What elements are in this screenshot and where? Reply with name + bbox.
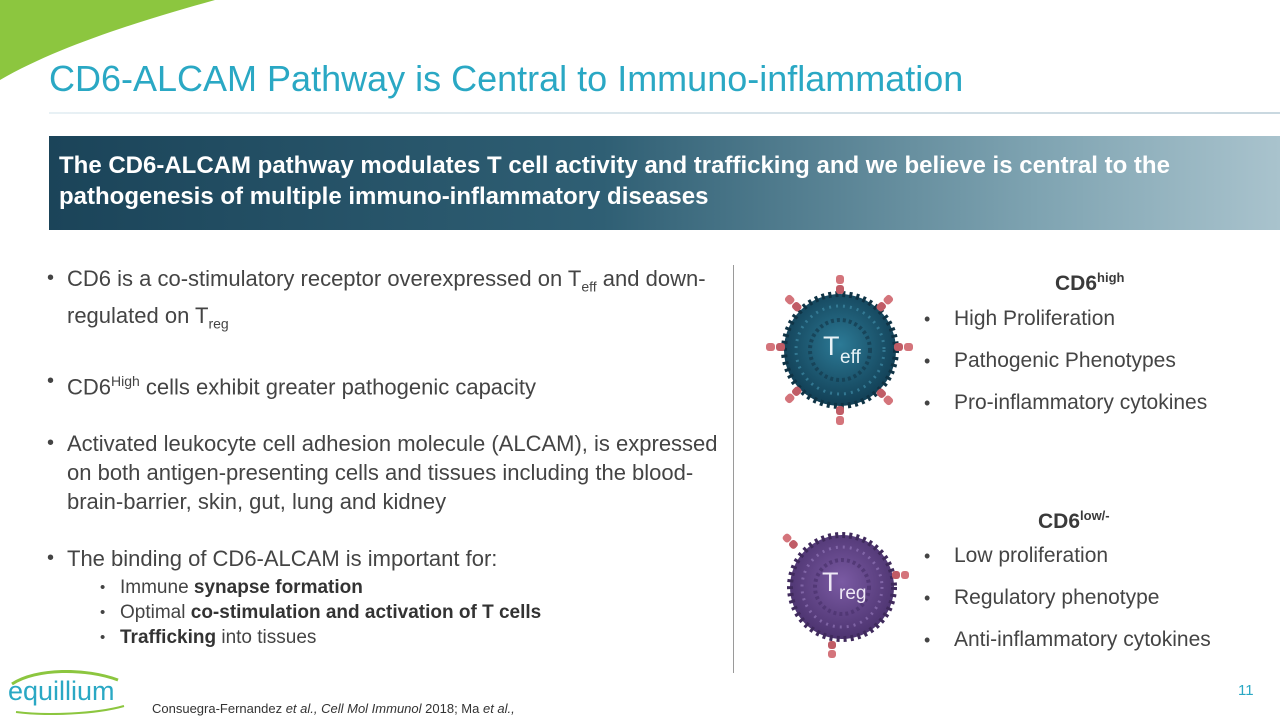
- bullet-cd6-receptor: CD6 is a co-stimulatory receptor overexp…: [47, 264, 727, 339]
- cd6-low-list: Low proliferation Regulatory phenotype A…: [924, 543, 1211, 669]
- bullet-cd6-high: CD6High cells exhibit greater pathogenic…: [47, 367, 727, 401]
- bullet-alcam: Activated leukocyte cell adhesion molecu…: [47, 429, 727, 516]
- list-item: Pathogenic Phenotypes: [924, 348, 1207, 390]
- bullet-binding: The binding of CD6-ALCAM is important fo…: [47, 544, 727, 573]
- list-item: Anti-inflammatory cytokines: [924, 627, 1211, 669]
- key-message-banner: The CD6-ALCAM pathway modulates T cell a…: [49, 136, 1280, 230]
- sub-bullet-synapse: Immune synapse formation: [47, 575, 727, 600]
- corner-accent: [0, 0, 215, 80]
- teff-label: T: [823, 331, 840, 361]
- sub-bullet-trafficking: Trafficking into tissues: [47, 625, 727, 650]
- teff-cell-illustration: T eff: [766, 275, 913, 425]
- cd6-low-heading: CD6low/-: [1038, 508, 1110, 533]
- treg-label-sub: reg: [839, 583, 866, 604]
- treg-cell-illustration: T reg: [781, 532, 909, 658]
- teff-label-sub: eff: [840, 347, 862, 368]
- citation: Consuegra-Fernandez et al., Cell Mol Imm…: [152, 701, 515, 716]
- title-rule: [49, 112, 1280, 114]
- banner-text: The CD6-ALCAM pathway modulates T cell a…: [59, 152, 1170, 210]
- slide-title: CD6-ALCAM Pathway is Central to Immuno-i…: [49, 58, 964, 99]
- list-item: Pro-inflammatory cytokines: [924, 390, 1207, 432]
- sub-bullet-costimulation: Optimal co-stimulation and activation of…: [47, 600, 727, 625]
- cd6-high-heading: CD6high: [1055, 270, 1125, 295]
- column-divider: [733, 265, 734, 673]
- equillium-logo: equillium: [8, 676, 115, 706]
- left-bullets: CD6 is a co-stimulatory receptor overexp…: [47, 264, 727, 650]
- list-item: Low proliferation: [924, 543, 1211, 585]
- list-item: High Proliferation: [924, 306, 1207, 348]
- list-item: Regulatory phenotype: [924, 585, 1211, 627]
- equillium-logo-swoosh: [11, 670, 125, 715]
- treg-label: T: [822, 567, 839, 597]
- page-number: 11: [1238, 682, 1254, 699]
- cd6-high-list: High Proliferation Pathogenic Phenotypes…: [924, 306, 1207, 432]
